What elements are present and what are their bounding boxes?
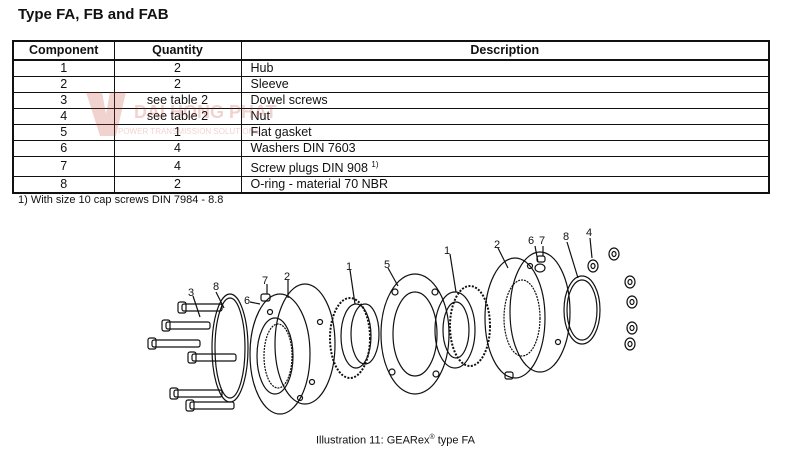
header-component: Component [12, 40, 115, 61]
label-1-right: 1 [444, 245, 450, 257]
coupling-exploded-drawing: 3 8 6 7 2 1 5 1 2 6 7 8 4 [147, 227, 638, 415]
cell-description: Screw plugs DIN 908 1) [240, 155, 770, 178]
cell-component: 5 [12, 124, 115, 141]
cell-quantity: 2 [113, 176, 242, 194]
cell-description-text: Screw plugs DIN 908 [250, 161, 368, 176]
nuts-4 [587, 247, 638, 351]
caption-reg: ® [429, 434, 435, 441]
cell-description: Hub [240, 59, 770, 77]
o-ring-8-left [211, 293, 249, 403]
table-row: 4 see table 2 Nut [12, 108, 770, 125]
label-2-right: 2 [494, 239, 500, 251]
flat-gasket-5 [380, 273, 450, 395]
table-row: 7 4 Screw plugs DIN 908 1) [12, 155, 770, 178]
cell-description: Flat gasket [240, 124, 770, 141]
label-6-right: 6 [528, 235, 534, 247]
label-8-right: 8 [563, 231, 569, 243]
label-3: 3 [188, 287, 194, 299]
label-6: 6 [244, 295, 250, 307]
cell-quantity: 4 [113, 155, 242, 178]
cell-component: 1 [12, 59, 115, 77]
sleeve-2-right [484, 251, 571, 379]
cell-quantity: 1 [113, 124, 242, 141]
cell-component: 2 [12, 76, 115, 93]
o-ring-8-right [563, 275, 601, 345]
table-header-row: Component Quantity Description [12, 40, 770, 61]
label-4: 4 [586, 227, 592, 239]
caption-suffix: type FA [434, 434, 476, 447]
cell-component: 7 [12, 155, 115, 178]
sleeve-2-left [249, 283, 336, 415]
table-row: 1 2 Hub [12, 59, 770, 77]
cell-quantity: see table 2 [113, 108, 242, 125]
table-row: 8 2 O-ring - material 70 NBR [12, 176, 770, 194]
dowel-screws-3 [147, 301, 237, 412]
table-row: 6 4 Washers DIN 7603 [12, 140, 770, 157]
table-row: 3 see table 2 Dowel screws [12, 92, 770, 109]
cell-description: Sleeve [240, 76, 770, 93]
cell-description: Washers DIN 7603 [240, 140, 770, 157]
label-2: 2 [284, 271, 290, 283]
hub-1-right [434, 285, 491, 369]
label-7: 7 [262, 275, 268, 287]
label-5: 5 [384, 259, 390, 271]
page-title: Type FA, FB and FAB [18, 6, 169, 23]
cell-component: 6 [12, 140, 115, 157]
cell-component: 8 [12, 176, 115, 194]
cell-quantity: see table 2 [113, 92, 242, 109]
illustration-caption: Illustration 11: GEARex® type FA [0, 434, 791, 447]
footnote: 1) With size 10 cap screws DIN 7984 - 8.… [18, 194, 224, 206]
cell-quantity: 4 [113, 140, 242, 157]
label-7-right: 7 [539, 235, 545, 247]
table-row: 5 1 Flat gasket [12, 124, 770, 141]
header-quantity: Quantity [113, 40, 242, 61]
label-8: 8 [213, 281, 219, 293]
cell-quantity: 2 [113, 76, 242, 93]
hub-1-left [329, 297, 380, 379]
cell-description: Dowel screws [240, 92, 770, 109]
component-table: Component Quantity Description 1 2 Hub 2… [12, 40, 770, 195]
caption-prefix: Illustration 11: GEARex [315, 434, 430, 447]
footnote-ref: 1) [371, 160, 379, 169]
cell-component: 3 [12, 92, 115, 109]
label-1: 1 [346, 261, 352, 273]
cell-description: Nut [240, 108, 770, 125]
cell-component: 4 [12, 108, 115, 125]
cell-quantity: 2 [113, 59, 242, 77]
washer-6 [534, 263, 546, 273]
header-description: Description [240, 40, 770, 61]
screw-plug-7 [260, 293, 271, 302]
table-row: 2 2 Sleeve [12, 76, 770, 93]
cell-description: O-ring - material 70 NBR [240, 176, 770, 194]
